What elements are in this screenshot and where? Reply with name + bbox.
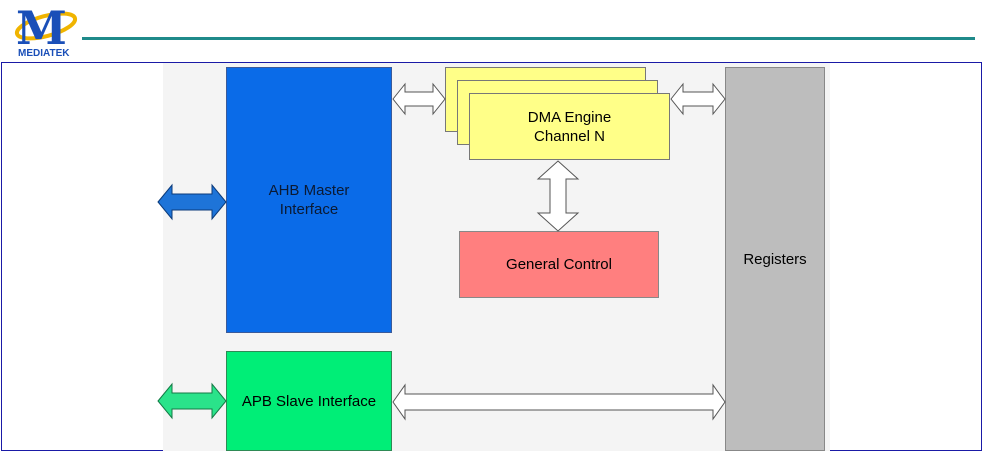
apb-registers-arrow bbox=[392, 383, 726, 421]
apb-external-arrow bbox=[157, 382, 227, 420]
ahb-dma-arrow bbox=[392, 82, 446, 116]
ahb-master-label: AHB Master Interface bbox=[268, 182, 350, 218]
general-control-label: General Control bbox=[506, 256, 612, 273]
svg-text:M: M bbox=[16, 1, 67, 55]
svg-text:MEDIATEK: MEDIATEK bbox=[18, 48, 70, 59]
ahb-master-block: AHB Master Interface bbox=[226, 67, 392, 333]
dma-engine-label: DMA Engine Channel N bbox=[527, 108, 612, 145]
registers-block: Registers bbox=[725, 67, 825, 451]
header-rule bbox=[82, 37, 975, 40]
registers-label: Registers bbox=[743, 250, 807, 268]
apb-slave-block: APB Slave Interface bbox=[226, 351, 392, 451]
mediatek-logo: M MEDIATEK bbox=[2, 0, 92, 60]
ahb-external-arrow bbox=[157, 183, 227, 221]
dma-control-arrow bbox=[536, 160, 580, 232]
dma-engine-block: DMA Engine Channel N bbox=[469, 93, 670, 160]
apb-slave-label: APB Slave Interface bbox=[241, 392, 377, 410]
dma-registers-arrow bbox=[670, 82, 726, 116]
general-control-block: General Control bbox=[459, 231, 659, 298]
